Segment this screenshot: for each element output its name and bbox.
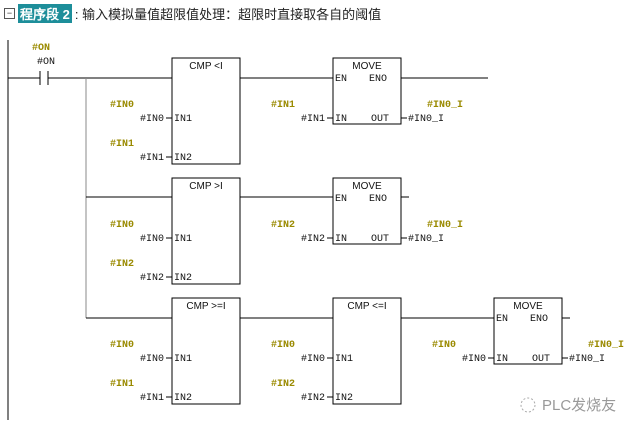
pin-symbol: #IN1	[110, 139, 134, 150]
move-block[interactable]: MOVE EN ENO IN OUT #IN1 #IN1 #IN0_I #IN0_I	[271, 57, 463, 125]
block-box[interactable]	[171, 177, 241, 285]
in-symbol: #IN0	[432, 340, 456, 351]
pin-symbol: #IN2	[271, 379, 295, 390]
block-title: MOVE	[352, 181, 382, 192]
block-title: CMP <I	[189, 61, 222, 72]
out-operand[interactable]: #IN0_I	[408, 114, 444, 125]
in-operand[interactable]: #IN2	[301, 234, 325, 245]
out-symbol: #IN0_I	[588, 340, 624, 351]
out-operand[interactable]: #IN0_I	[408, 234, 444, 245]
move-block[interactable]: MOVE EN ENO IN OUT #IN0 #IN0 #IN0_I #IN0_I	[432, 297, 624, 365]
watermark-text: PLC发烧友	[542, 397, 616, 414]
block-box[interactable]	[171, 297, 241, 405]
pin-symbol: #IN0	[271, 340, 295, 351]
pin-label: IN1	[174, 234, 192, 245]
pin-label: IN1	[174, 354, 192, 365]
out-symbol: #IN0_I	[427, 100, 463, 111]
pin-symbol: #IN0	[110, 340, 134, 351]
out-symbol: #IN0_I	[427, 220, 463, 231]
block-title: MOVE	[352, 61, 382, 72]
block-box[interactable]	[332, 177, 402, 245]
wires	[7, 40, 570, 420]
pin-symbol: #IN2	[110, 259, 134, 270]
watermark: PLC发烧友	[520, 397, 616, 414]
block-title: CMP >=I	[186, 301, 225, 312]
pin-eno: ENO	[369, 74, 387, 85]
pin-en: EN	[335, 74, 347, 85]
block-box[interactable]	[332, 57, 402, 125]
network-header: − 程序段 2 : 输入模拟量值超限值处理：超限时直接取各自的阈值	[4, 4, 381, 23]
pin-in: IN	[335, 114, 347, 125]
move-block[interactable]: MOVE EN ENO IN OUT #IN2 #IN2 #IN0_I #IN0_I	[271, 177, 463, 245]
pin-en: EN	[335, 194, 347, 205]
in-symbol: #IN2	[271, 220, 295, 231]
pin-out: OUT	[371, 234, 389, 245]
pin-label: IN1	[174, 114, 192, 125]
in-operand[interactable]: #IN0	[462, 354, 486, 365]
pin-label: IN2	[174, 153, 192, 164]
pin-operand[interactable]: #IN0	[140, 354, 164, 365]
pin-operand[interactable]: #IN2	[301, 393, 325, 404]
pin-eno: ENO	[369, 194, 387, 205]
collapse-toggle[interactable]: −	[4, 8, 15, 19]
network-label: 程序段 2	[18, 4, 72, 23]
pin-operand[interactable]: #IN0	[140, 114, 164, 125]
pin-operand[interactable]: #IN1	[140, 393, 164, 404]
pin-symbol: #IN1	[110, 379, 134, 390]
network-comment: : 输入模拟量值超限值处理：超限时直接取各自的阈值	[74, 7, 382, 22]
pin-out: OUT	[371, 114, 389, 125]
pin-label: IN2	[174, 393, 192, 404]
block-box[interactable]	[493, 297, 563, 365]
contact-symbol: #ON	[32, 43, 50, 54]
block-title: CMP <=I	[347, 301, 386, 312]
pin-symbol: #IN0	[110, 100, 134, 111]
pin-out: OUT	[532, 354, 550, 365]
block-title: MOVE	[513, 301, 543, 312]
pin-eno: ENO	[530, 314, 548, 325]
out-operand[interactable]: #IN0_I	[569, 354, 605, 365]
pin-operand[interactable]: #IN0	[301, 354, 325, 365]
block-box[interactable]	[171, 57, 241, 165]
pin-symbol: #IN0	[110, 220, 134, 231]
pin-operand[interactable]: #IN1	[140, 153, 164, 164]
pin-operand[interactable]: #IN0	[140, 234, 164, 245]
block-title: CMP >I	[189, 181, 222, 192]
pin-operand[interactable]: #IN2	[140, 273, 164, 284]
pin-in: IN	[496, 354, 508, 365]
pin-en: EN	[496, 314, 508, 325]
pin-label: IN2	[335, 393, 353, 404]
block-box[interactable]	[332, 297, 402, 405]
contact-operand[interactable]: #ON	[37, 57, 55, 68]
in-symbol: #IN1	[271, 100, 295, 111]
pin-in: IN	[335, 234, 347, 245]
pin-label: IN2	[174, 273, 192, 284]
in-operand[interactable]: #IN1	[301, 114, 325, 125]
pin-label: IN1	[335, 354, 353, 365]
